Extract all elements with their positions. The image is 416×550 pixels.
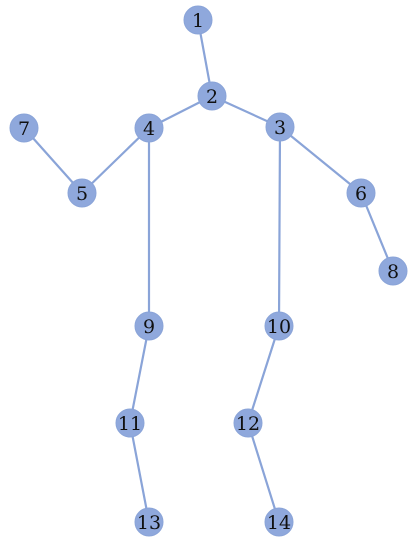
node-circle xyxy=(264,507,294,537)
node-label: 10 xyxy=(267,316,291,338)
node-14: 14 xyxy=(264,507,294,537)
node-label: 12 xyxy=(236,413,260,435)
node-1: 1 xyxy=(183,5,213,35)
node-3: 3 xyxy=(265,112,295,142)
node-circle xyxy=(134,311,164,341)
edge-12-14 xyxy=(246,421,281,524)
node-label: 6 xyxy=(355,183,367,205)
node-circle xyxy=(264,311,294,341)
node-5: 5 xyxy=(67,178,97,208)
node-label: 9 xyxy=(143,316,155,338)
node-circle xyxy=(265,112,295,142)
edge-11-13 xyxy=(128,421,151,524)
edge-9-11 xyxy=(128,324,151,425)
node-label: 7 xyxy=(18,118,30,140)
node-label: 3 xyxy=(274,117,286,139)
node-circle xyxy=(233,408,263,438)
node-label: 11 xyxy=(118,413,142,435)
edge-4-5 xyxy=(80,126,151,195)
node-6: 6 xyxy=(346,178,376,208)
node-12: 12 xyxy=(233,408,263,438)
edge-10-12 xyxy=(246,324,281,425)
edge-3-10 xyxy=(277,125,282,328)
node-circle xyxy=(134,507,164,537)
node-label: 4 xyxy=(143,118,155,140)
node-10: 10 xyxy=(264,311,294,341)
node-circle xyxy=(197,81,227,111)
node-circle xyxy=(67,178,97,208)
node-11: 11 xyxy=(115,408,145,438)
node-circle xyxy=(134,113,164,143)
node-4: 4 xyxy=(134,113,164,143)
node-label: 8 xyxy=(387,261,399,283)
node-circle xyxy=(346,178,376,208)
node-9: 9 xyxy=(134,311,164,341)
node-label: 2 xyxy=(206,86,218,108)
edge-3-6 xyxy=(278,125,363,195)
node-circle xyxy=(183,5,213,35)
node-13: 13 xyxy=(134,507,164,537)
node-7: 7 xyxy=(9,113,39,143)
edge-5-7 xyxy=(22,126,84,195)
node-label: 5 xyxy=(76,183,88,205)
node-label: 1 xyxy=(192,10,204,32)
node-label: 14 xyxy=(267,512,291,534)
node-8: 8 xyxy=(378,256,408,286)
node-circle xyxy=(115,408,145,438)
node-2: 2 xyxy=(197,81,227,111)
node-circle xyxy=(378,256,408,286)
node-circle xyxy=(9,113,39,143)
node-label: 13 xyxy=(137,512,161,534)
